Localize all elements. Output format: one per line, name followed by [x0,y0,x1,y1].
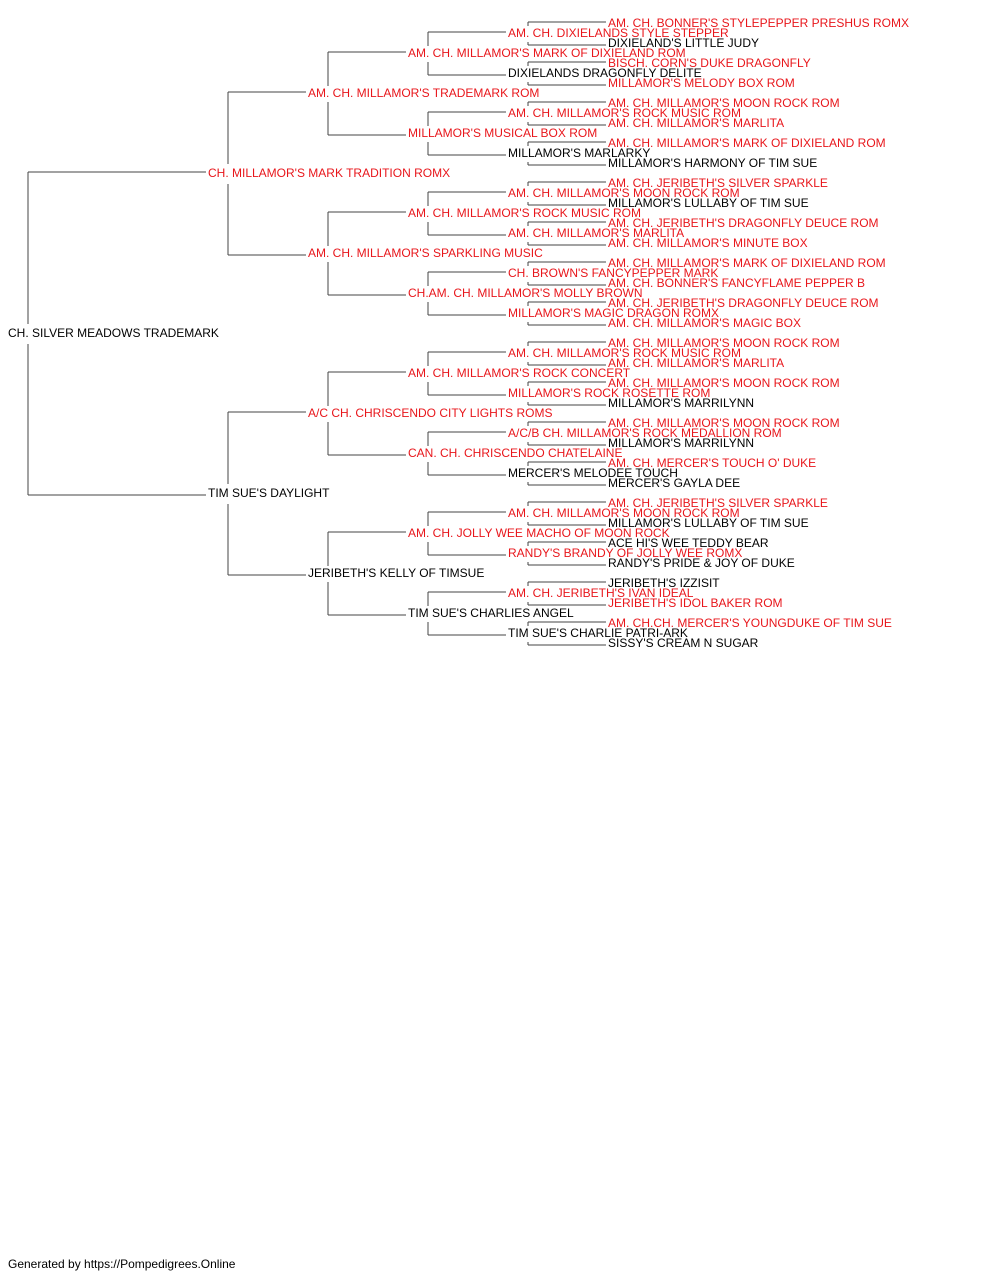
pedigree-name-gen3-dam-dam-dam: TIM SUE'S CHARLIES ANGEL [408,606,574,620]
pedigree-name-gen5-dam-sire-dam-sire-dam: MILLAMOR'S MARRILYNN [608,436,754,450]
pedigree-name-gen2-sire-dam: AM. CH. MILLAMOR'S SPARKLING MUSIC [308,246,543,260]
pedigree-name-gen5-sire-dam-dam-sire-sire: AM. CH. MILLAMOR'S MARK OF DIXIELAND ROM [608,256,886,270]
footer-credit: Generated by https://Pompedigrees.Online [8,1257,236,1271]
pedigree-name-gen5-dam-dam-sire-sire-sire: AM. CH. JERIBETH'S SILVER SPARKLE [608,496,828,510]
pedigree-name-gen5-dam-dam-dam-dam-sire: AM. CH.CH. MERCER'S YOUNGDUKE OF TIM SUE [608,616,892,630]
pedigree-name-gen2-dam-dam: JERIBETH'S KELLY OF TIMSUE [308,566,484,580]
pedigree-name-gen3-sire-dam-sire: AM. CH. MILLAMOR'S ROCK MUSIC ROM [408,206,641,220]
pedigree-name-gen3-dam-dam-sire: AM. CH. JOLLY WEE MACHO OF MOON ROCK [408,526,670,540]
pedigree-name-gen4-sire-sire-dam-dam: MILLAMOR'S MARLARKY [508,146,650,160]
pedigree-name-gen5-dam-dam-sire-dam-dam: RANDY'S PRIDE & JOY OF DUKE [608,556,795,570]
pedigree-name-gen5-sire-dam-sire-dam-sire: AM. CH. JERIBETH'S DRAGONFLY DEUCE ROM [608,216,879,230]
pedigree-name-gen4-dam-sire-dam-sire: A/C/B CH. MILLAMOR'S ROCK MEDALLION ROM [508,426,782,440]
pedigree-name-gen5-dam-sire-sire-sire-dam: AM. CH. MILLAMOR'S MARLITA [608,356,784,370]
pedigree-name-gen4-sire-dam-sire-sire: AM. CH. MILLAMOR'S MOON ROCK ROM [508,186,740,200]
pedigree-name-gen4-dam-dam-sire-sire: AM. CH. MILLAMOR'S MOON ROCK ROM [508,506,740,520]
pedigree-name-gen5-sire-sire-dam-sire-dam: AM. CH. MILLAMOR'S MARLITA [608,116,784,130]
pedigree-name-gen5-dam-sire-dam-dam-sire: AM. CH. MERCER'S TOUCH O' DUKE [608,456,816,470]
pedigree-name-gen1-sire: CH. MILLAMOR'S MARK TRADITION ROMX [208,166,450,180]
pedigree-name-gen5-sire-dam-dam-sire-dam: AM. CH. BONNER'S FANCYFLAME PEPPER B [608,276,865,290]
pedigree-name-gen3-dam-sire-sire: AM. CH. MILLAMOR'S ROCK CONCERT [408,366,631,380]
pedigree-name-gen4-sire-dam-dam-sire: CH. BROWN'S FANCYPEPPER MARK [508,266,718,280]
pedigree-name-gen0-: CH. SILVER MEADOWS TRADEMARK [8,326,219,340]
pedigree-name-gen3-dam-sire-dam: CAN. CH. CHRISCENDO CHATELAINE [408,446,622,460]
pedigree-name-gen5-dam-dam-sire-sire-dam: MILLAMOR'S LULLABY OF TIM SUE [608,516,809,530]
pedigree-name-gen5-sire-dam-sire-sire-sire: AM. CH. JERIBETH'S SILVER SPARKLE [608,176,828,190]
pedigree-name-gen5-sire-dam-dam-dam-sire: AM. CH. JERIBETH'S DRAGONFLY DEUCE ROM [608,296,879,310]
pedigree-name-gen4-dam-dam-dam-dam: TIM SUE'S CHARLIE PATRI-ARK [508,626,688,640]
pedigree-name-gen5-sire-dam-sire-dam-dam: AM. CH. MILLAMOR'S MINUTE BOX [608,236,808,250]
pedigree-name-gen5-sire-dam-dam-dam-dam: AM. CH. MILLAMOR'S MAGIC BOX [608,316,801,330]
pedigree-name-gen5-sire-sire-dam-dam-sire: AM. CH. MILLAMOR'S MARK OF DIXIELAND ROM [608,136,886,150]
pedigree-name-gen2-sire-sire: AM. CH. MILLAMOR'S TRADEMARK ROM [308,86,539,100]
pedigree-name-gen5-dam-dam-sire-dam-sire: ACE HI'S WEE TEDDY BEAR [608,536,769,550]
pedigree-name-gen5-sire-sire-sire-dam-dam: MILLAMOR'S MELODY BOX ROM [608,76,795,90]
pedigree-name-gen3-sire-sire-dam: MILLAMOR'S MUSICAL BOX ROM [408,126,597,140]
pedigree-name-gen5-sire-sire-sire-dam-sire: BISCH. CORN'S DUKE DRAGONFLY [608,56,811,70]
pedigree-name-gen5-dam-sire-sire-dam-sire: AM. CH. MILLAMOR'S MOON ROCK ROM [608,376,840,390]
pedigree-name-gen4-sire-dam-sire-dam: AM. CH. MILLAMOR'S MARLITA [508,226,684,240]
pedigree-name-gen4-dam-dam-dam-sire: AM. CH. JERIBETH'S IVAN IDEAL [508,586,694,600]
pedigree-name-gen4-sire-sire-dam-sire: AM. CH. MILLAMOR'S ROCK MUSIC ROM [508,106,741,120]
pedigree-name-gen4-dam-sire-sire-dam: MILLAMOR'S ROCK ROSETTE ROM [508,386,710,400]
pedigree-name-gen2-dam-sire: A/C CH. CHRISCENDO CITY LIGHTS ROMS [308,406,552,420]
pedigree-name-gen4-sire-dam-dam-dam: MILLAMOR'S MAGIC DRAGON ROMX [508,306,719,320]
pedigree-name-gen5-sire-dam-sire-sire-dam: MILLAMOR'S LULLABY OF TIM SUE [608,196,809,210]
pedigree-name-gen5-sire-sire-dam-dam-dam: MILLAMOR'S HARMONY OF TIM SUE [608,156,817,170]
pedigree-name-gen5-dam-dam-dam-sire-sire: JERIBETH'S IZZISIT [608,576,720,590]
pedigree-name-gen4-dam-dam-sire-dam: RANDY'S BRANDY OF JOLLY WEE ROMX [508,546,742,560]
pedigree-name-gen5-sire-sire-sire-sire-dam: DIXIELAND'S LITTLE JUDY [608,36,759,50]
pedigree-name-gen3-sire-dam-dam: CH.AM. CH. MILLAMOR'S MOLLY BROWN [408,286,643,300]
pedigree-name-gen1-dam: TIM SUE'S DAYLIGHT [208,486,330,500]
pedigree-name-gen5-dam-sire-sire-sire-sire: AM. CH. MILLAMOR'S MOON ROCK ROM [608,336,840,350]
pedigree-name-gen4-sire-sire-sire-sire: AM. CH. DIXIELANDS STYLE STEPPER [508,26,729,40]
pedigree-name-gen5-dam-dam-dam-dam-dam: SISSY'S CREAM N SUGAR [608,636,759,650]
pedigree-name-gen5-sire-sire-dam-sire-sire: AM. CH. MILLAMOR'S MOON ROCK ROM [608,96,840,110]
pedigree-name-gen3-sire-sire-sire: AM. CH. MILLAMOR'S MARK OF DIXIELAND ROM [408,46,686,60]
pedigree-name-gen5-dam-sire-dam-dam-dam: MERCER'S GAYLA DEE [608,476,740,490]
pedigree-name-gen5-dam-sire-dam-sire-sire: AM. CH. MILLAMOR'S MOON ROCK ROM [608,416,840,430]
pedigree-name-gen4-sire-sire-sire-dam: DIXIELANDS DRAGONFLY DELITE [508,66,702,80]
pedigree-name-gen5-dam-dam-dam-sire-dam: JERIBETH'S IDOL BAKER ROM [608,596,783,610]
pedigree-name-gen4-dam-sire-dam-dam: MERCER'S MELODEE TOUCH [508,466,678,480]
pedigree-name-gen4-dam-sire-sire-sire: AM. CH. MILLAMOR'S ROCK MUSIC ROM [508,346,741,360]
pedigree-name-gen5-sire-sire-sire-sire-sire: AM. CH. BONNER'S STYLEPEPPER PRESHUS ROM… [608,16,909,30]
pedigree-name-gen5-dam-sire-sire-dam-dam: MILLAMOR'S MARRILYNN [608,396,754,410]
